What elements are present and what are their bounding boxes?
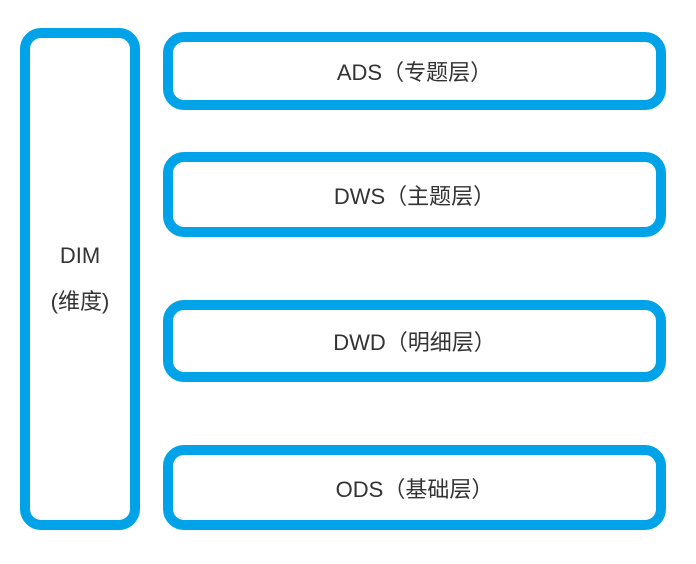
dim-box: DIM (维度): [20, 28, 140, 530]
layer-label-dws: DWS（主题层）: [333, 183, 496, 209]
dim-box-label-line1: DIM: [59, 243, 101, 268]
layer-label-ads: ADS（专题层）: [336, 60, 493, 85]
layer-box-ads: ADS（专题层）: [163, 32, 666, 110]
layer-label-ods: ODS（基础层）: [335, 476, 494, 502]
dim-box-label-line2: (维度): [50, 289, 110, 314]
layer-box-dws: DWS（主题层）: [163, 152, 666, 237]
layer-box-ods: ODS（基础层）: [163, 445, 666, 530]
layer-box-dwd: DWD（明细层）: [163, 300, 666, 382]
layer-label-dwd: DWD（明细层）: [333, 330, 496, 355]
